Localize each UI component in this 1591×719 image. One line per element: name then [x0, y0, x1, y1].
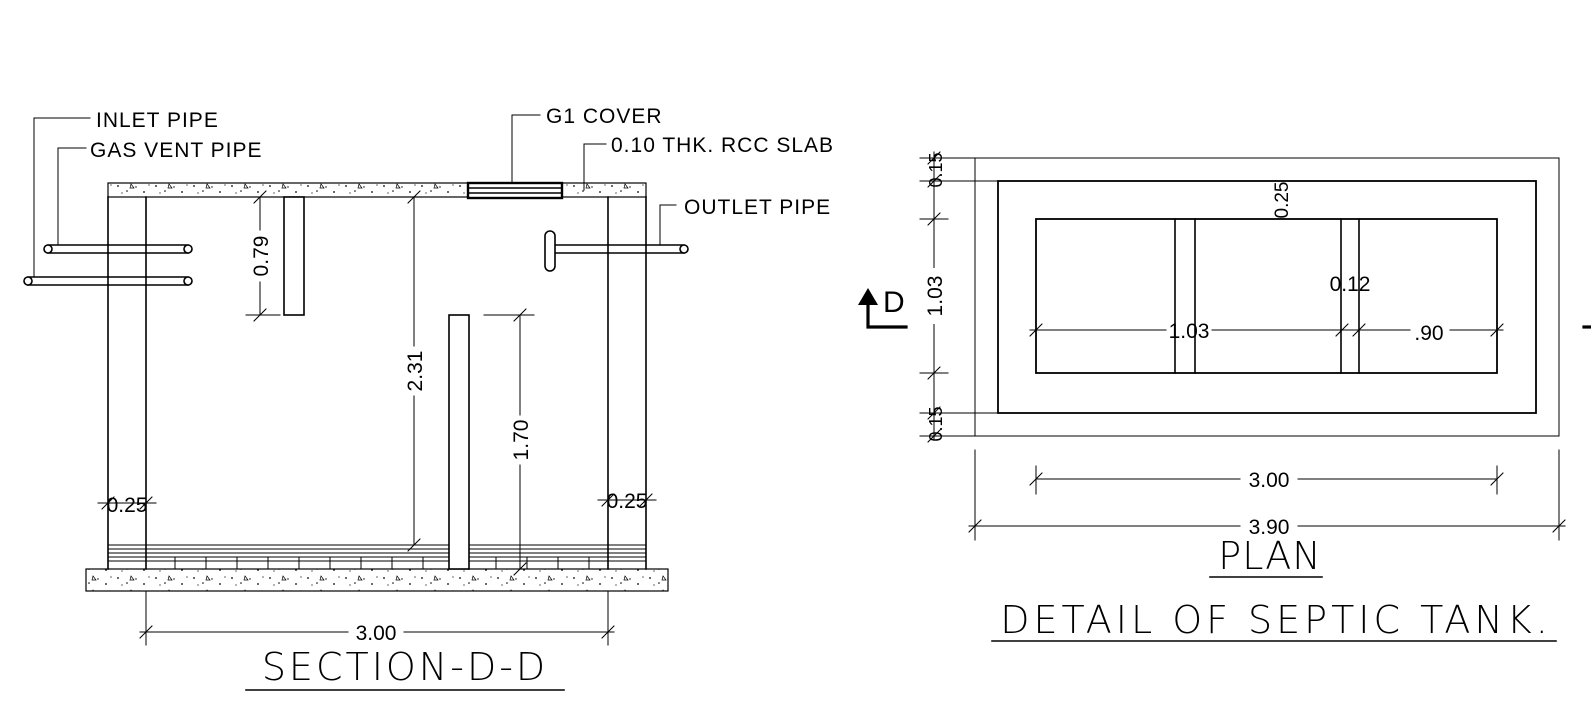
rcc-slab-label: 0.10 THK. RCC SLAB [611, 134, 834, 157]
g1-cover-symbol [466, 181, 564, 200]
left-wall [107, 196, 147, 570]
plan-chamber-dims: 1.03 .90 [1029, 320, 1504, 345]
rcc-top-slab [107, 182, 647, 198]
dim-partition-height: 1.70 [483, 308, 535, 576]
plan-dim-outer-width-text: 3.90 [1249, 516, 1290, 539]
dim-baffle-height: 0.79 [245, 190, 281, 322]
dim-left-wall: 0.25 [97, 494, 157, 517]
gas-vent-pipe-label: GAS VENT PIPE [90, 139, 263, 162]
plan-left-dims: 0.15 0.15 [919, 151, 999, 443]
plan-dim-chamber3: .90 [1414, 322, 1443, 345]
section-view: INLET PIPE GAS VENT PIPE G1 COVER 0.10 T… [23, 105, 834, 691]
dim-right-wall-text: 0.25 [607, 490, 648, 513]
plan-dim-partition: 0.12 [1330, 273, 1371, 296]
plan-view: D 0.15 0.15 1.03 0.25 0.12 [858, 151, 1591, 642]
plan-dim-top-wall: 0.15 [926, 152, 946, 187]
plan-dim-height-label: 1.03 [924, 276, 947, 317]
plan-dim-bottom-wall: 0.15 [926, 406, 946, 441]
plan-title: PLAN [1218, 534, 1321, 578]
plan-tank-wall [997, 180, 1537, 414]
dim-depth-text: 2.31 [404, 351, 427, 392]
outlet-pipe-label: OUTLET PIPE [684, 196, 831, 219]
hanging-baffle [283, 196, 305, 316]
base-slab [85, 568, 669, 592]
plan-dim-outer-width: 3.90 [968, 449, 1566, 541]
section-mark-left: D [858, 286, 908, 329]
inlet-pipe-symbol [23, 276, 193, 286]
drawing-title: DETAIL OF SEPTIC TANK. [1000, 598, 1552, 642]
plan-dim-height-gap [927, 268, 941, 324]
dim-section-width-text: 3.00 [356, 622, 397, 645]
plan-outer-outline [974, 157, 1560, 437]
g1-cover-label: G1 COVER [546, 105, 663, 128]
plan-inner-chamber [1035, 218, 1498, 374]
outlet-pipe-symbol [544, 230, 689, 272]
leader-lines [33, 114, 677, 278]
section-title: SECTION-D-D [262, 645, 548, 689]
dim-left-wall-text: 0.25 [107, 494, 148, 517]
plan-partition-1 [1174, 218, 1196, 374]
plan-dim-inner-top: 0.25 [1272, 182, 1293, 219]
inlet-pipe-label: INLET PIPE [96, 109, 219, 132]
dim-depth: 2.31 [393, 190, 431, 552]
section-mark-letter: D [883, 286, 906, 319]
dim-right-wall: 0.25 [597, 490, 657, 513]
dim-baffle-height-text: 0.79 [250, 236, 273, 277]
plan-partition-2 [1340, 218, 1360, 374]
brick-course [107, 544, 647, 570]
plan-dim-inner-width: 3.00 [1029, 465, 1504, 495]
right-wall [607, 196, 647, 570]
dim-section-width: 3.00 [139, 590, 615, 646]
dim-partition-height-text: 1.70 [510, 420, 533, 461]
plan-dim-chamber1: 1.03 [1169, 320, 1210, 343]
plan-dim-inner-width-text: 3.00 [1249, 469, 1290, 492]
standing-partition [448, 314, 470, 570]
gas-vent-pipe-symbol [43, 244, 193, 254]
